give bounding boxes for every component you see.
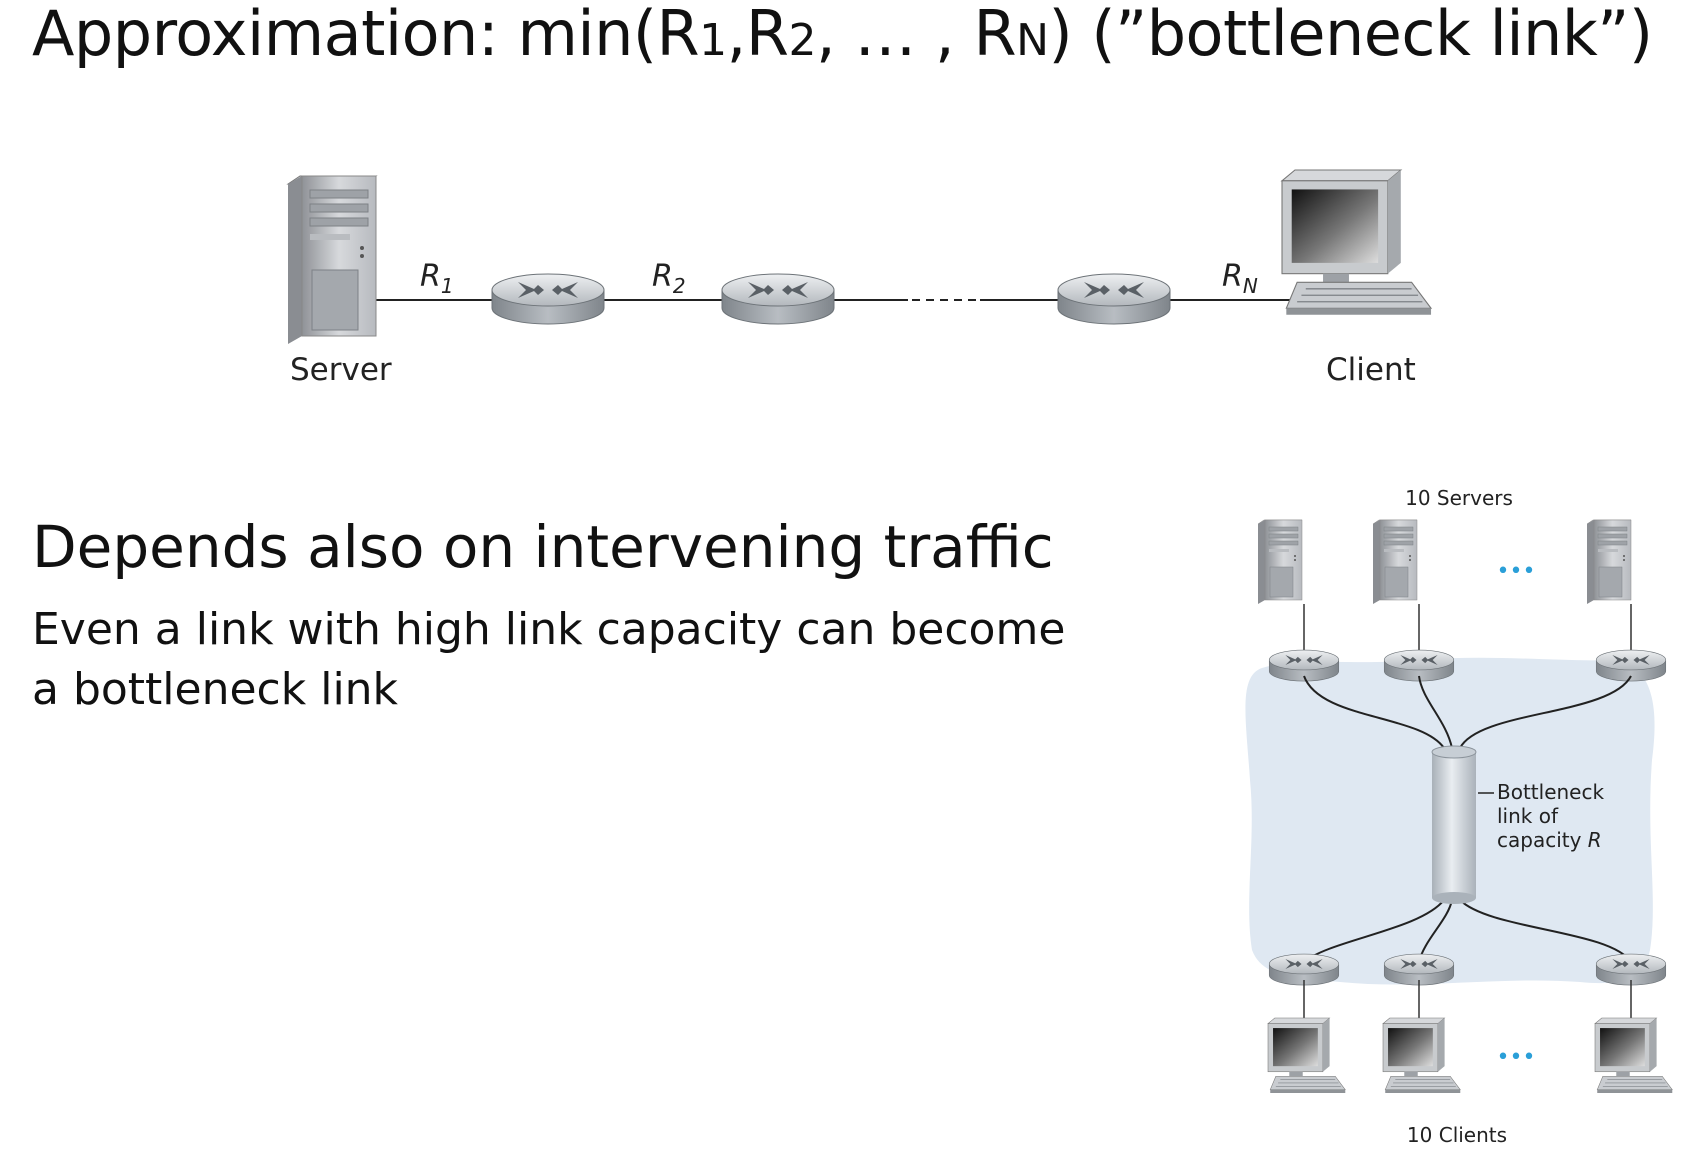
slide-headline: Approximation: min(R1,R2, … , RN) (”bott… xyxy=(32,0,1653,70)
bottleneck-pipe xyxy=(1431,745,1477,904)
bottleneck-label-line1: Bottleneck xyxy=(1497,780,1604,804)
server-icon xyxy=(1586,519,1632,605)
client-computer-icon xyxy=(1594,1017,1673,1094)
servers-count-label: 10 Servers xyxy=(1405,486,1513,510)
link-label-rn: RN xyxy=(1222,259,1258,298)
server-icon xyxy=(1257,519,1303,605)
client-computer-icon xyxy=(1382,1017,1461,1094)
link-label-r2: R2 xyxy=(652,259,686,298)
router-icon xyxy=(1057,273,1171,325)
client-computer-icon xyxy=(1281,169,1432,316)
path-diagram: R1 R2 RN Server Client xyxy=(287,169,1432,388)
server-icon xyxy=(1372,519,1418,605)
server-icon xyxy=(287,175,377,345)
client-label: Client xyxy=(1326,352,1416,388)
router-icon xyxy=(491,273,605,325)
clients-count-label: 10 Clients xyxy=(1407,1123,1507,1147)
server-label: Server xyxy=(290,352,392,388)
servers-ellipsis: ••• xyxy=(1497,559,1536,584)
router-icon xyxy=(721,273,835,325)
clients-ellipsis: ••• xyxy=(1497,1045,1536,1070)
link-label-r1: R1 xyxy=(420,259,454,298)
client-computer-icon xyxy=(1267,1017,1346,1094)
section-body: Even a link with high link capacity can … xyxy=(32,604,1066,715)
bottleneck-label-line3: capacity R xyxy=(1497,828,1602,852)
section-title: Depends also on intervening traffic xyxy=(32,513,1054,581)
bottleneck-label-line2: link of xyxy=(1497,804,1559,828)
bottleneck-diagram: 10 Servers ••• Bottleneck link of xyxy=(1245,486,1673,1147)
